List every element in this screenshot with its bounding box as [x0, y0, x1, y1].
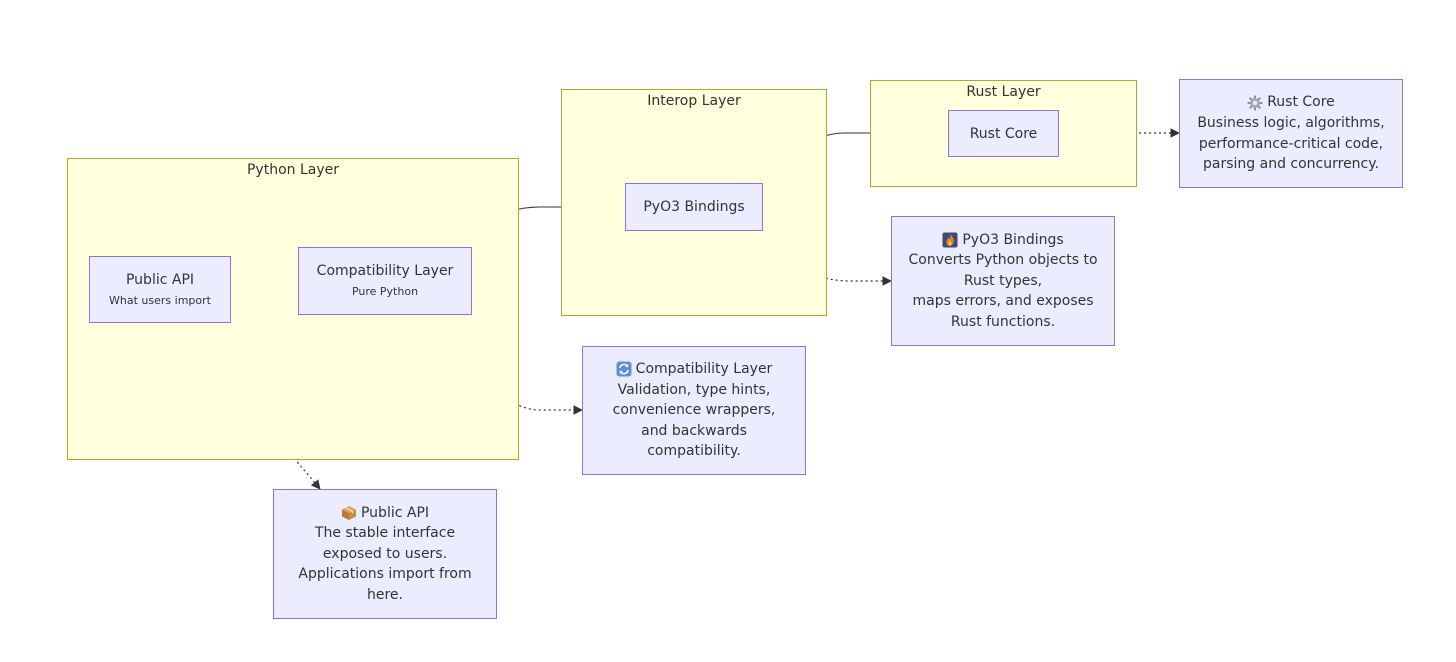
note-pyo3-bindings[interactable]: PyO3 Bindings Converts Python objects to… [891, 216, 1115, 346]
package-icon [341, 505, 356, 520]
node-pyo3-title: PyO3 Bindings [643, 199, 745, 215]
note-rust-core-title: Rust Core [1267, 94, 1335, 111]
cluster-rust-layer: Rust Layer [870, 80, 1137, 187]
cycle-arrows-icon [616, 361, 632, 377]
note-compat-line: compatibility. [647, 443, 741, 460]
note-rust-core[interactable]: Rust Core Business logic, algorithms, pe… [1179, 79, 1403, 188]
gear-icon [1247, 95, 1263, 111]
note-pyo3-line: maps errors, and exposes [912, 293, 1094, 310]
flame-icon [942, 232, 958, 248]
note-public-api-line: here. [367, 586, 403, 603]
edge-public-api-to-note [182, 322, 321, 490]
note-public-api-title: Public API [360, 504, 430, 521]
note-public-api-line: exposed to users. [322, 545, 448, 562]
note-compatibility-layer[interactable]: Compatibility Layer Validation, type hin… [582, 346, 806, 475]
cluster-title-interop: Interop Layer [647, 93, 741, 109]
note-public-api-line: Applications import from [298, 566, 472, 583]
note-rust-core-line: Business logic, algorithms, [1197, 114, 1385, 131]
node-compat-subtitle: Pure Python [351, 285, 419, 298]
node-compatibility-layer[interactable]: Compatibility Layer Pure Python [298, 247, 472, 315]
node-pyo3-bindings[interactable]: PyO3 Bindings [625, 183, 763, 231]
note-rust-core-line: parsing and concurrency. [1203, 156, 1379, 173]
cluster-title-rust: Rust Layer [966, 84, 1041, 100]
note-compat-line: Validation, type hints, [617, 381, 771, 398]
note-pyo3-line: Converts Python objects to [908, 252, 1098, 269]
node-compat-title: Compatibility Layer [316, 263, 454, 279]
node-public-api-subtitle: What users import [109, 293, 211, 307]
node-public-api-title: Public API [125, 271, 195, 288]
note-compat-title: Compatibility Layer [635, 361, 773, 378]
note-compat-line: and backwards [641, 422, 747, 439]
note-rust-core-line: performance-critical code, [1198, 135, 1384, 152]
note-pyo3-line: Rust types, [963, 272, 1043, 289]
note-pyo3-title: PyO3 Bindings [962, 231, 1064, 248]
note-public-api[interactable]: Public API The stable interface exposed … [273, 489, 497, 619]
node-public-api[interactable]: Public API What users import [89, 256, 231, 323]
cluster-title-python: Python Layer [246, 162, 339, 178]
note-public-api-line: The stable interface [314, 525, 456, 542]
node-rust-core[interactable]: Rust Core [948, 110, 1059, 157]
note-pyo3-line: Rust functions. [950, 313, 1056, 330]
note-compat-line: convenience wrappers, [612, 402, 776, 419]
node-rust-core-title: Rust Core [969, 125, 1038, 142]
